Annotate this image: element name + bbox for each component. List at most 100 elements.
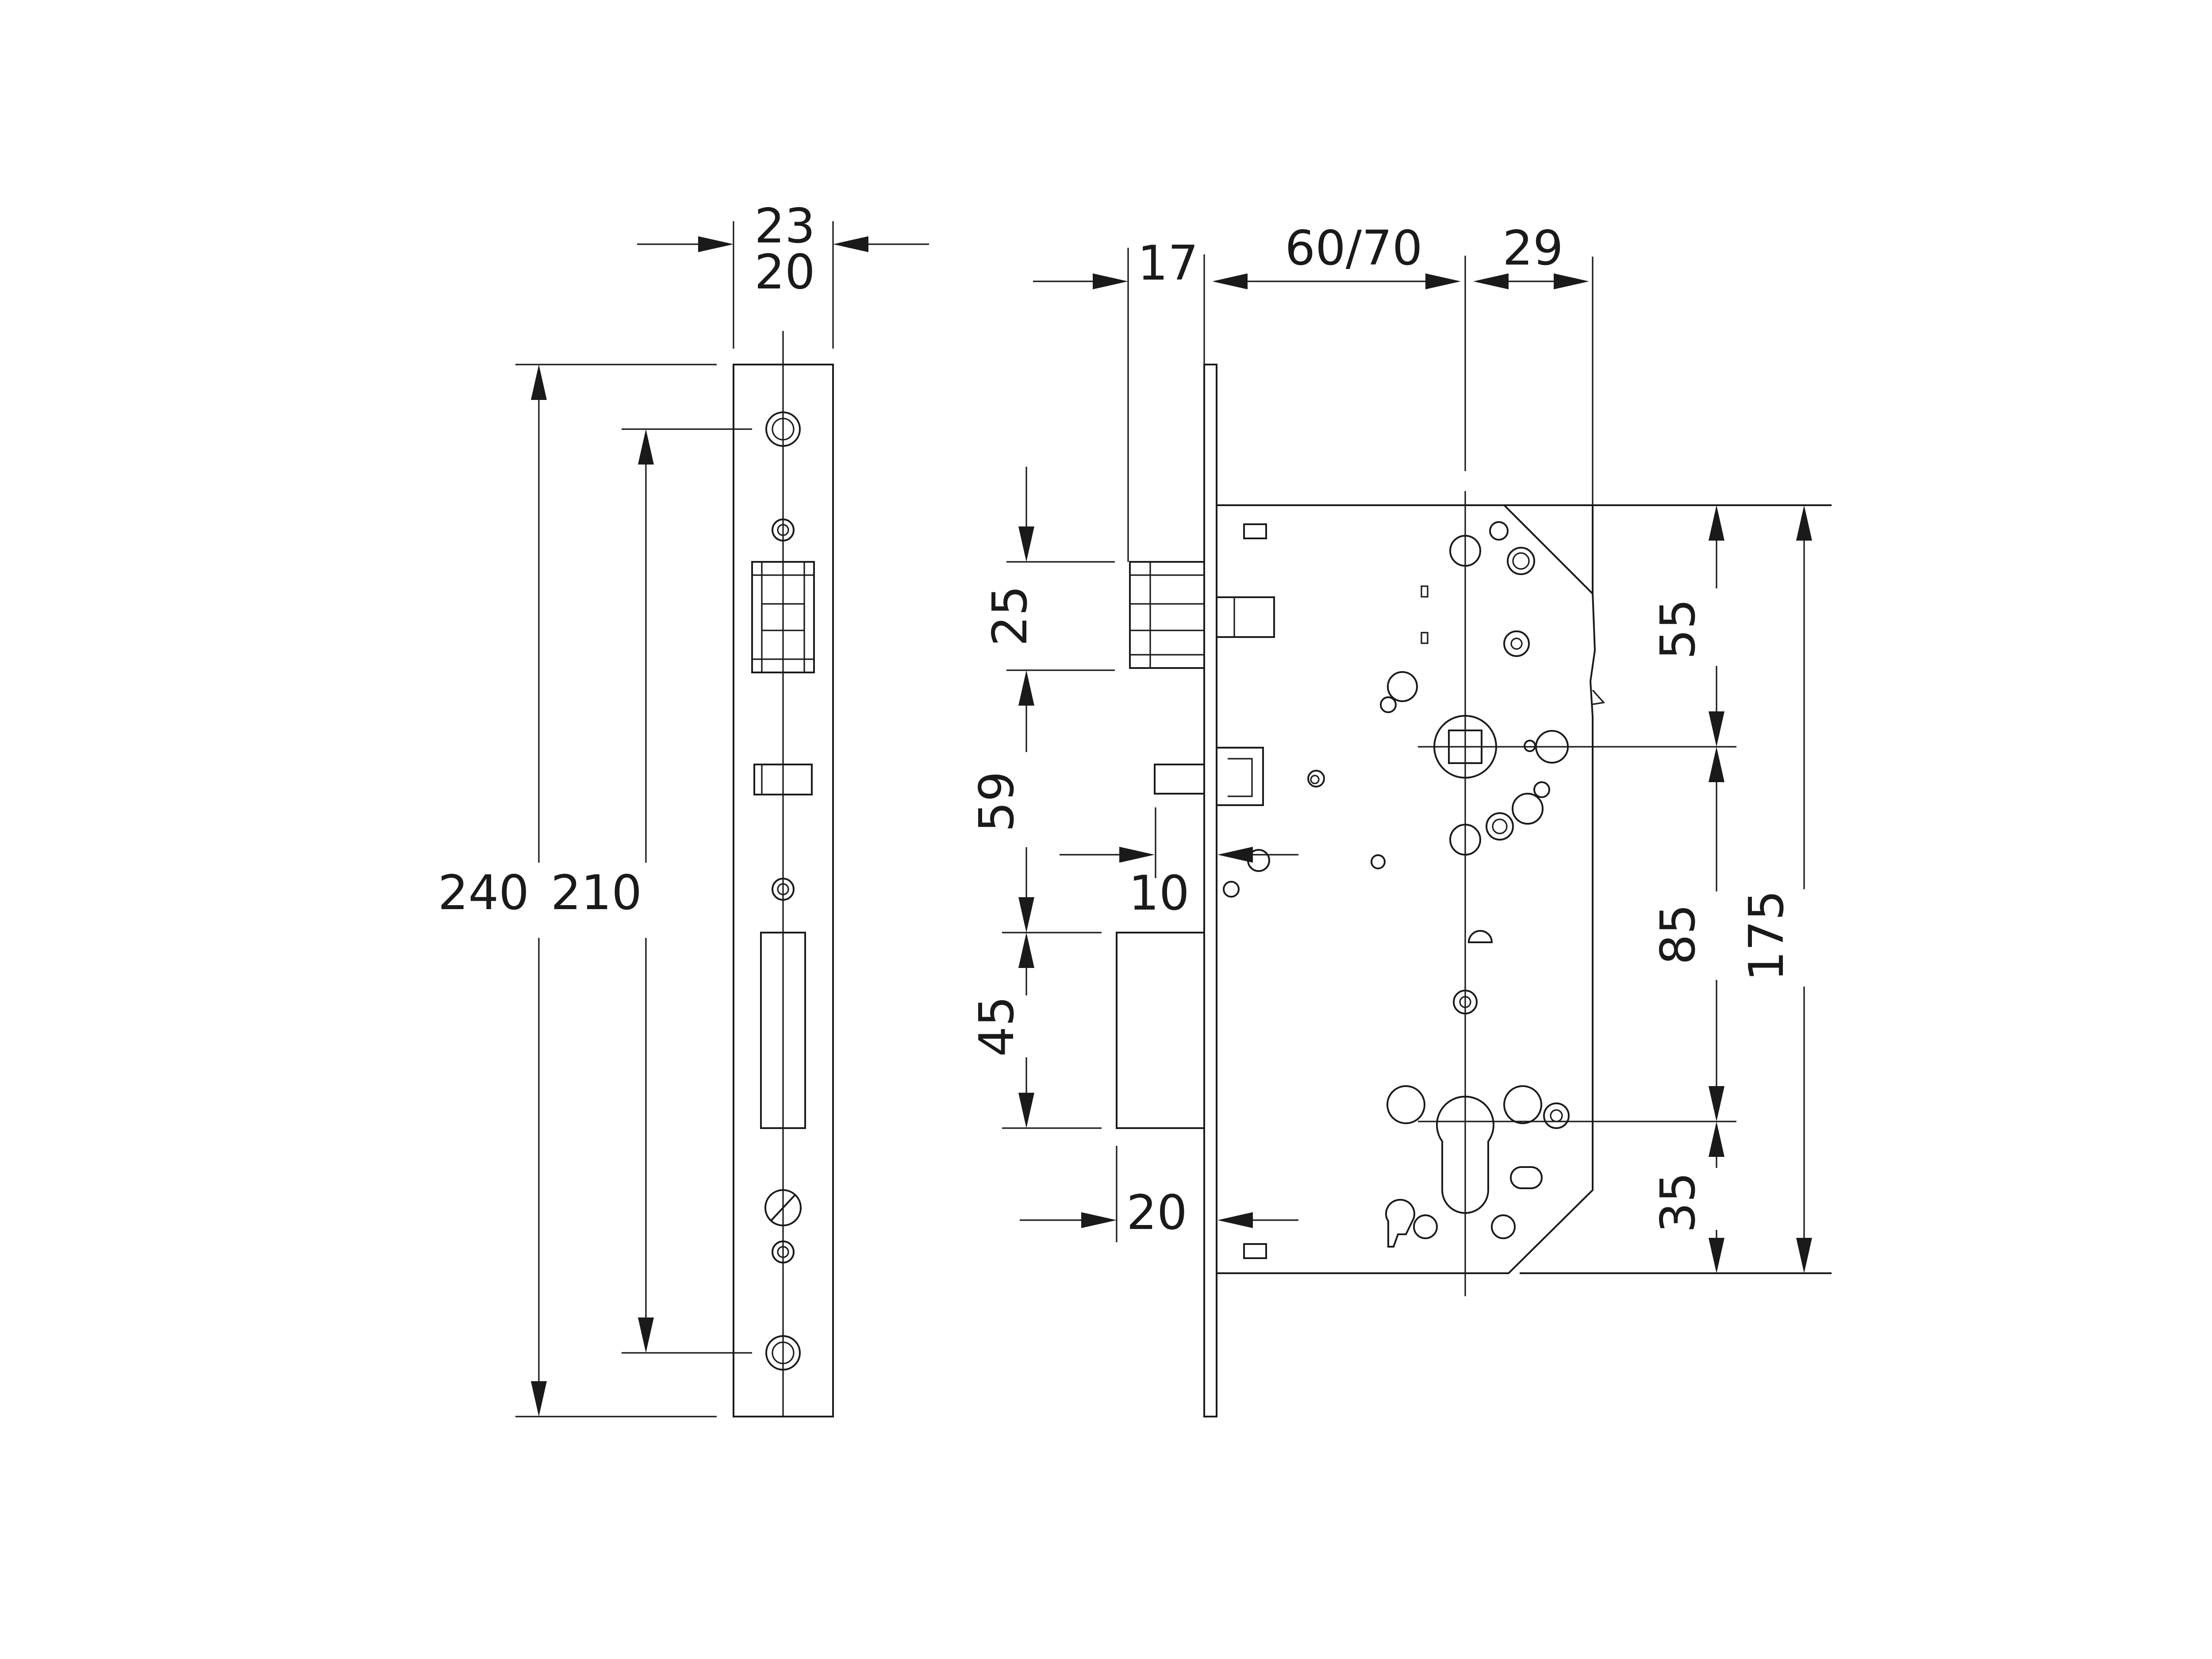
- side-faceplate: [1203, 364, 1217, 1417]
- arrow-35-top: [1709, 1121, 1724, 1157]
- arrow-85-top: [1709, 747, 1724, 782]
- aux-latch-bracket: [1217, 747, 1264, 806]
- arrow-10-left: [1119, 847, 1155, 863]
- lower-circle-left: [1413, 1214, 1438, 1239]
- dim-label-case-right: 29: [1502, 221, 1563, 276]
- aux-latch: [1154, 764, 1205, 795]
- mech-circle-11: [1449, 824, 1481, 856]
- dim-label-faceplate: 17: [1137, 236, 1198, 291]
- mech-circle-4-inner: [1510, 637, 1523, 650]
- arrow-29-left: [1473, 273, 1509, 289]
- mounting-hole-top-inner: [772, 418, 795, 441]
- pin-b: [1421, 632, 1429, 644]
- screw-upper: [772, 518, 795, 541]
- lower-circle-right: [1491, 1214, 1516, 1239]
- arrow-width-right: [833, 236, 868, 252]
- dim-label-height-mounting: 210: [551, 865, 642, 921]
- dim-label-backset: 60/70: [1285, 221, 1422, 276]
- arrow-45-top: [1018, 933, 1034, 968]
- side-view: 17 60/70 29 25 59 45 10: [969, 221, 1832, 1417]
- mech-circle-6: [1380, 696, 1397, 713]
- mech-circle-4: [1503, 630, 1530, 657]
- arrow-17: [1093, 273, 1128, 289]
- mech-circle-7-inner: [1310, 775, 1320, 784]
- arrow-175-bottom: [1796, 1238, 1812, 1273]
- mech-circle-9: [1223, 881, 1240, 898]
- deadbolt-tail: [1216, 596, 1275, 638]
- arrow-10-right: [1217, 847, 1253, 863]
- cylinder-screw-inner: [1550, 1109, 1563, 1122]
- arrow-45-bottom: [1018, 1093, 1034, 1128]
- mech-circle-14: [1533, 781, 1550, 798]
- arrow-240-top: [531, 365, 547, 400]
- dim-label-width-b: 20: [754, 245, 815, 300]
- arrow-55-top: [1709, 505, 1724, 541]
- mech-circle-15: [1524, 740, 1536, 752]
- aux-latch-opening: [753, 764, 813, 795]
- pin-a: [1421, 585, 1429, 598]
- screw-slot: [770, 1194, 796, 1222]
- mounting-hole-top: [765, 411, 801, 447]
- dim-label-case-height: 175: [1739, 890, 1794, 981]
- arrow-59-bottom: [1018, 897, 1034, 933]
- screw-lower-inner: [777, 1246, 789, 1258]
- mech-circle-3-inner: [1512, 552, 1530, 570]
- arrow-width-left: [698, 236, 733, 252]
- screw-middle-inner: [777, 883, 789, 895]
- mech-circle-17: [1453, 990, 1478, 1014]
- dim-label-latch-depth: 20: [1126, 1185, 1187, 1240]
- arrow-backset-left: [1212, 273, 1248, 289]
- case-notch: [1592, 689, 1605, 705]
- arrow-20-right: [1217, 1212, 1253, 1228]
- keyhole-left: [1385, 1198, 1415, 1248]
- aux-latch-bracket-inner: [1228, 758, 1253, 797]
- deadbolt: [1129, 561, 1205, 669]
- case-top-bevel: [1503, 504, 1594, 595]
- mech-circle-10: [1371, 854, 1386, 869]
- slot-top: [1243, 523, 1267, 539]
- arrow-20-left: [1081, 1212, 1117, 1228]
- mech-circle-5: [1387, 671, 1418, 702]
- dim-label-deadbolt-to-latch: 59: [969, 771, 1025, 832]
- mech-circle-12: [1486, 812, 1514, 841]
- arrow-35-bottom: [1709, 1238, 1724, 1273]
- deadbolt-opening: [751, 561, 815, 673]
- mech-circle-1: [1449, 535, 1481, 567]
- dim-label-height-total: 240: [438, 865, 529, 921]
- oval-right: [1510, 1166, 1543, 1189]
- arrow-210-top: [638, 429, 654, 465]
- arrow-25: [1018, 526, 1034, 562]
- arrow-85-bottom: [1709, 1086, 1724, 1121]
- cylinder-screw: [1543, 1102, 1570, 1129]
- screw-upper-inner: [777, 524, 789, 536]
- mech-half-circle: [1467, 930, 1493, 943]
- cylinder-side-circle-right: [1503, 1085, 1542, 1124]
- dim-label-spindle-top: 55: [1651, 599, 1706, 659]
- cylinder-side-circle-left: [1386, 1085, 1425, 1124]
- arrow-175-top: [1796, 505, 1812, 541]
- mech-circle-12-inner: [1492, 818, 1508, 834]
- mech-circle-17-inner: [1459, 996, 1471, 1008]
- mech-circle-7: [1307, 770, 1325, 787]
- mounting-hole-bottom-inner: [772, 1341, 795, 1364]
- mech-circle-13: [1512, 793, 1544, 825]
- slot-bottom: [1243, 1243, 1267, 1259]
- arrow-59-top: [1018, 670, 1034, 706]
- arrow-backset-right: [1425, 273, 1461, 289]
- screw-middle: [772, 878, 795, 901]
- case-outline: [1217, 504, 1596, 1274]
- mounting-hole-bottom: [765, 1335, 801, 1371]
- dim-label-cylinder-bottom: 35: [1651, 1172, 1706, 1233]
- mech-circle-2: [1489, 521, 1509, 541]
- mech-circle-3: [1507, 547, 1535, 575]
- dim-label-width-a: 23: [754, 199, 815, 254]
- screw-lower: [772, 1240, 795, 1263]
- dim-label-deadbolt-height: 25: [983, 585, 1038, 646]
- arrow-29-right: [1554, 273, 1589, 289]
- front-view: 23 20 240 210: [438, 199, 929, 1417]
- latch-bolt: [1116, 932, 1205, 1129]
- slotted-screw: [764, 1189, 802, 1226]
- dim-label-latch-height: 45: [969, 996, 1025, 1056]
